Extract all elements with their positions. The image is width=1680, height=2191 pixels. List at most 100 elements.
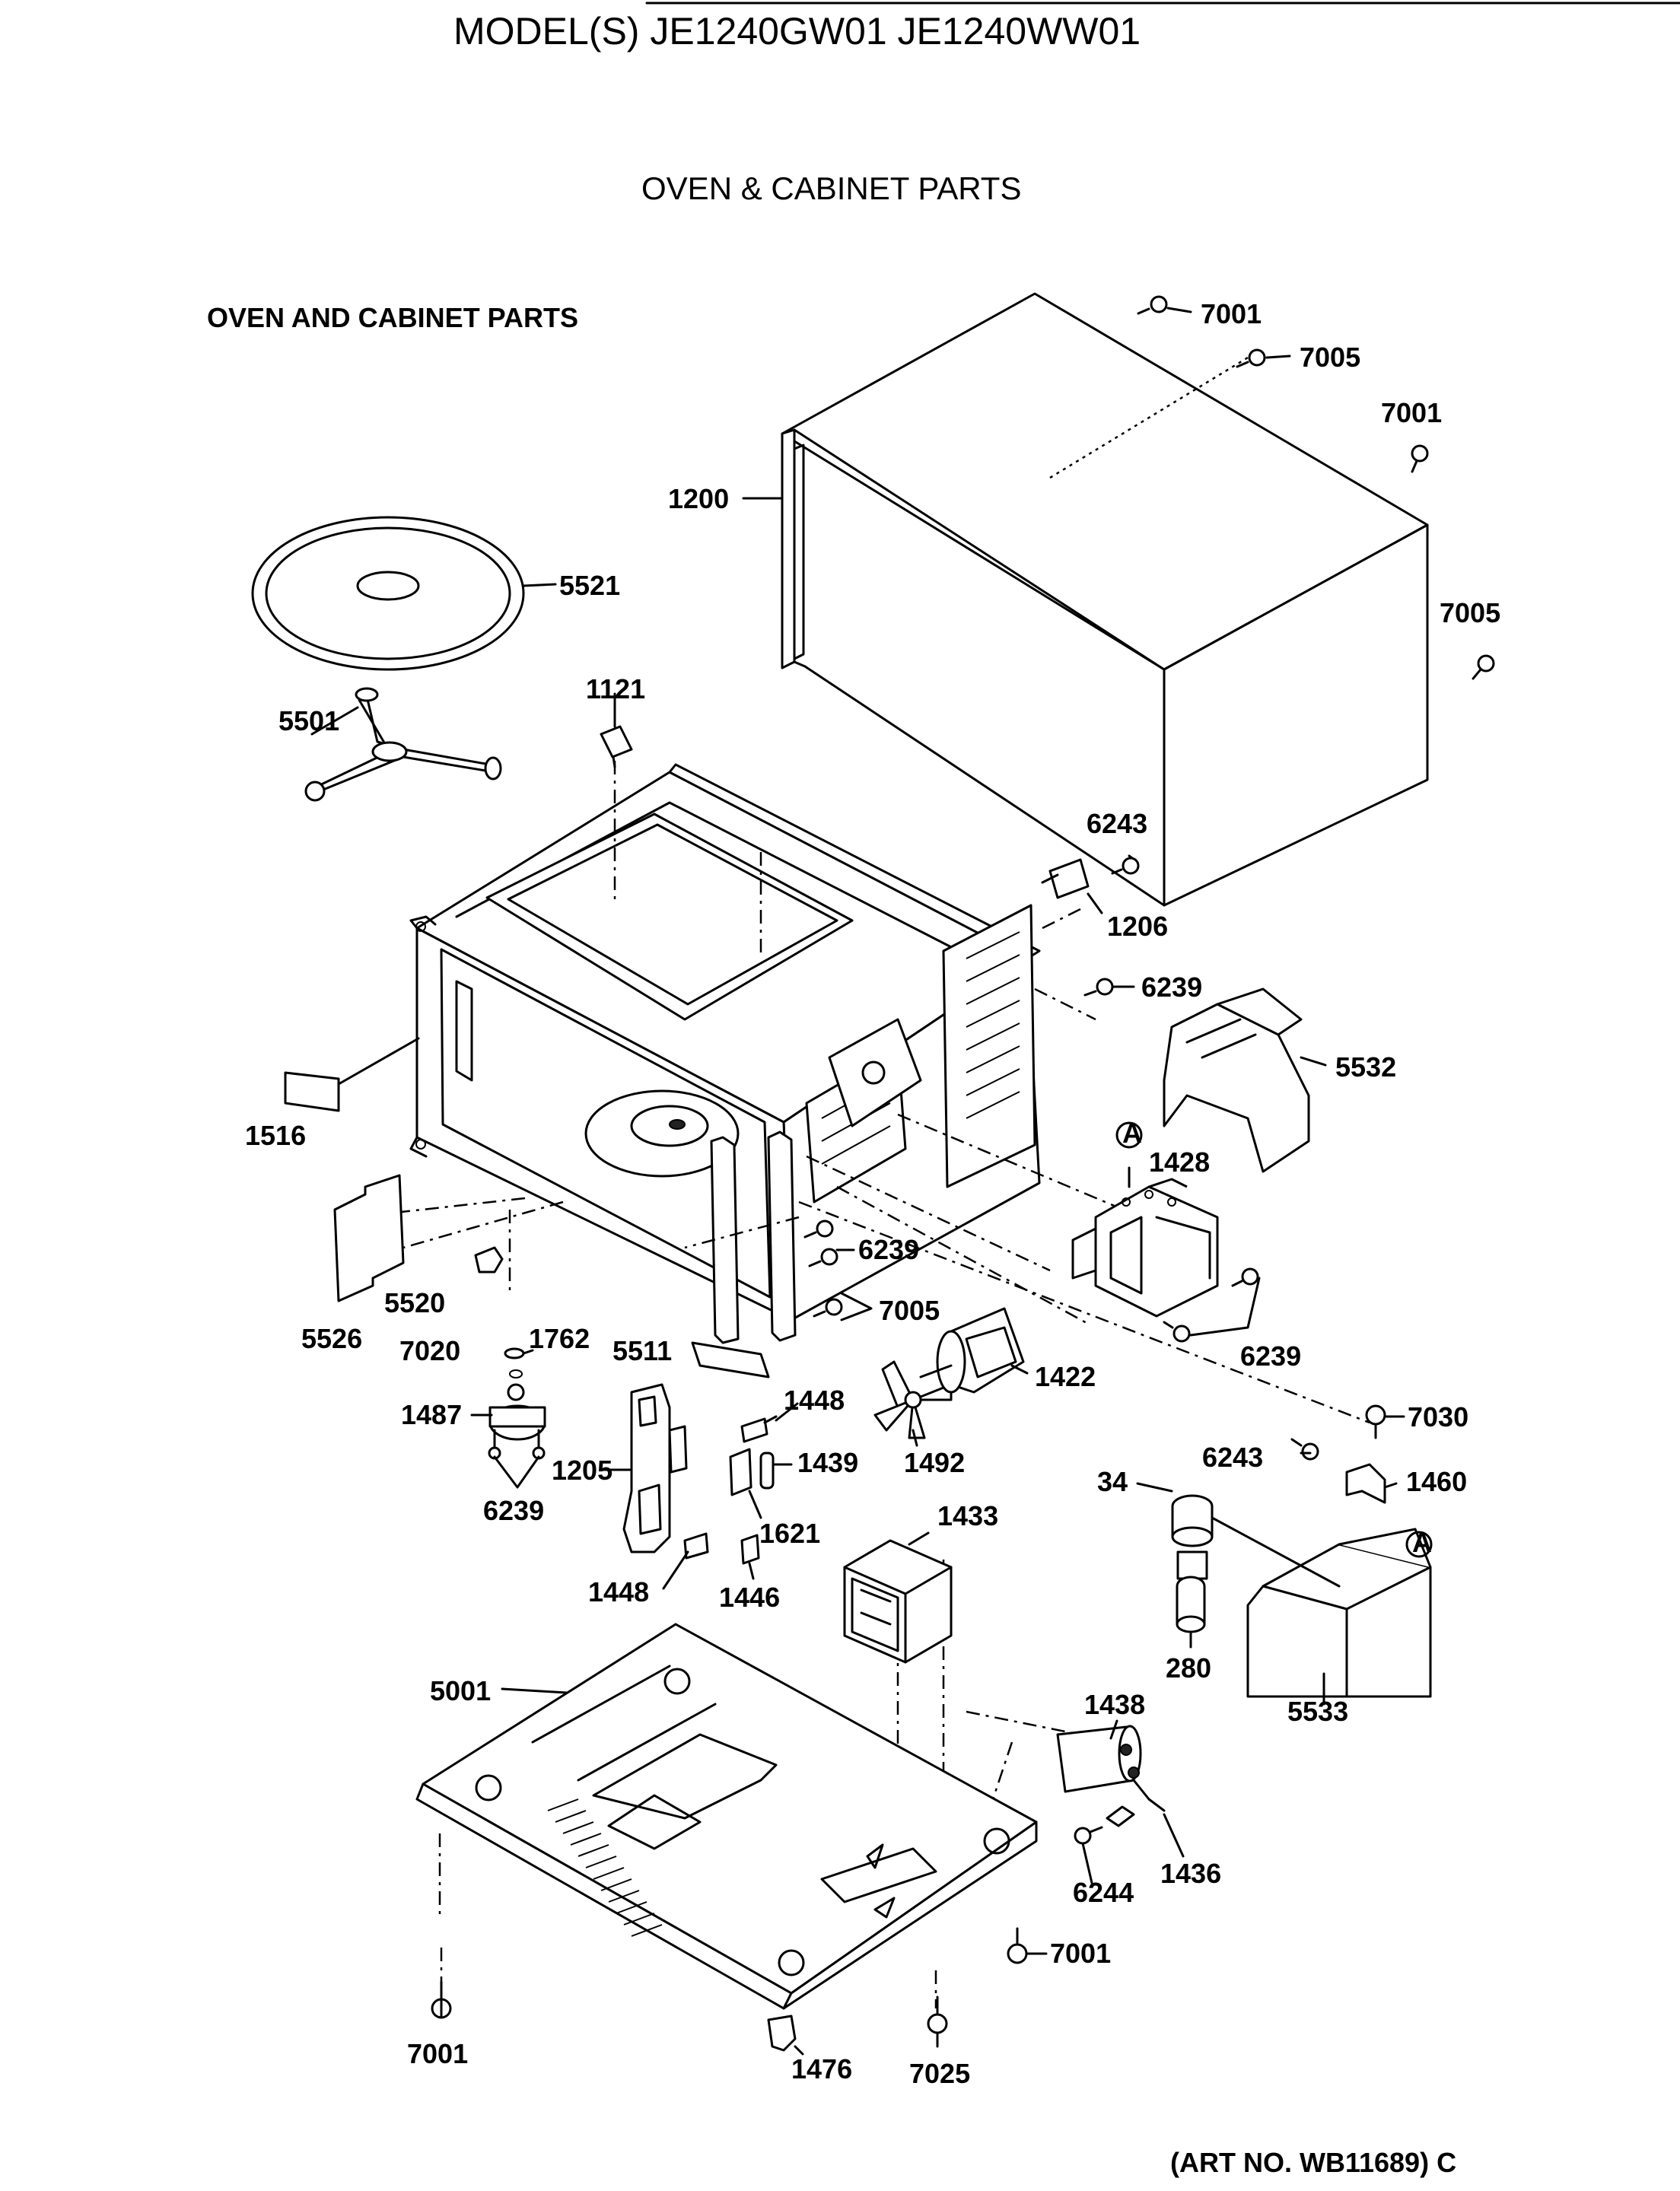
- marker-a-bracket: A: [1405, 1527, 1433, 1558]
- callout-7005-top: 7005: [1300, 342, 1360, 373]
- screw-7005-top: [1236, 348, 1266, 368]
- callout-1460: 1460: [1406, 1466, 1467, 1497]
- callout-1448-bottom: 1448: [588, 1576, 649, 1607]
- callout-7001-left: 7001: [407, 2038, 468, 2069]
- magnetron-1428: [1071, 1178, 1219, 1318]
- callout-1200: 1200: [668, 483, 729, 514]
- callout-1621: 1621: [759, 1518, 820, 1549]
- latch-board-1205: [622, 1383, 688, 1553]
- screw-6239-top: [1083, 978, 1114, 997]
- callout-34: 34: [1097, 1466, 1128, 1497]
- callout-5511: 5511: [612, 1335, 672, 1366]
- screw-7001-bottom: [1007, 1927, 1028, 1964]
- fan-motor-1422: [919, 1307, 1025, 1394]
- callout-5001: 5001: [430, 1675, 491, 1706]
- callout-5501: 5501: [278, 705, 339, 736]
- callout-1762: 1762: [529, 1323, 590, 1354]
- callout-1436: 1436: [1160, 1858, 1221, 1889]
- diagram-subtitle: OVEN AND CABINET PARTS: [207, 302, 578, 333]
- art-number: (ART NO. WB11689) C: [1170, 2147, 1456, 2178]
- callout-1448-top: 1448: [784, 1385, 845, 1416]
- switch-1439: [759, 1452, 775, 1490]
- callout-6239-mid: 6239: [858, 1234, 919, 1265]
- callout-1428: 1428: [1149, 1146, 1210, 1178]
- screw-7005-mid-a: [808, 1248, 838, 1267]
- fan-blade-1492: [873, 1360, 953, 1439]
- callout-1446: 1446: [719, 1582, 780, 1613]
- screw-6244: [1074, 1826, 1103, 1845]
- callout-5532: 5532: [1335, 1051, 1396, 1083]
- callout-7020: 7020: [399, 1335, 460, 1366]
- screw-7001-top: [1137, 295, 1168, 315]
- callout-1516: 1516: [245, 1120, 306, 1151]
- base-plate-5001: [415, 1623, 1038, 2010]
- callout-1433: 1433: [937, 1500, 998, 1531]
- callout-1492: 1492: [904, 1447, 965, 1478]
- screw-6243-top: [1111, 857, 1140, 875]
- callout-7001-bottom: 7001: [1050, 1938, 1111, 1969]
- outer-cabinet-1200: [781, 292, 1429, 907]
- thermostat-1121: [600, 725, 633, 768]
- callout-5533: 5533: [1287, 1696, 1348, 1727]
- turntable-motor-1487: [488, 1348, 546, 1460]
- callout-6239-top: 6239: [1141, 971, 1202, 1003]
- switch-1621: [729, 1448, 752, 1496]
- callout-labels: 7001 7005 7001 1200 5521 7005 1121 5501 …: [245, 298, 1500, 2089]
- screw-7025: [927, 1995, 948, 2034]
- callout-7005-mid: 7005: [879, 1295, 940, 1326]
- label-plate-1516: [284, 1037, 420, 1112]
- callout-6243-top: 6243: [1087, 808, 1147, 839]
- section-title: OVEN & CABINET PARTS: [641, 170, 1021, 206]
- callout-7001-right: 7001: [1381, 397, 1442, 428]
- callout-1438: 1438: [1084, 1689, 1145, 1720]
- callout-6244: 6244: [1073, 1877, 1134, 1908]
- bracket-5533: [1246, 1528, 1432, 1698]
- oven-cavity: [409, 763, 1041, 1344]
- roller-support-5501: [304, 687, 502, 802]
- svg-text:A: A: [1122, 1118, 1142, 1149]
- switch-1448-top: [740, 1415, 778, 1443]
- callout-1206: 1206: [1107, 911, 1168, 942]
- cover-5526: [333, 1174, 405, 1302]
- fuse-holder-34: [1171, 1494, 1214, 1580]
- callout-1439: 1439: [797, 1447, 858, 1478]
- callout-280: 280: [1166, 1652, 1211, 1684]
- stirrer-cover-5511: [691, 1341, 770, 1379]
- switch-1446: [740, 1534, 760, 1565]
- callout-7005-right: 7005: [1440, 597, 1500, 628]
- screw-7030: [1365, 1404, 1386, 1439]
- screw-7005-right: [1472, 654, 1495, 680]
- svg-text:A: A: [1412, 1527, 1432, 1558]
- foot-1476: [767, 2015, 797, 2052]
- callout-5526: 5526: [301, 1323, 362, 1354]
- callout-1205: 1205: [552, 1455, 612, 1486]
- washer-7020: [504, 1347, 525, 1359]
- switch-1448-bottom: [683, 1532, 709, 1560]
- marker-a-magnetron: A: [1115, 1118, 1143, 1149]
- callout-1121: 1121: [586, 673, 645, 704]
- callout-5520: 5520: [384, 1287, 445, 1318]
- screw-6239-mid: [803, 1220, 834, 1239]
- turntable-tray-5521: [251, 516, 525, 671]
- callout-6243-bottom: 6243: [1202, 1442, 1263, 1473]
- callout-6239-bottom: 6239: [483, 1495, 544, 1526]
- model-line: MODEL(S) JE1240GW01 JE1240WW01: [453, 10, 1141, 52]
- screw-6239-right-b: [1163, 1321, 1191, 1343]
- screw-7005-mid-b: [813, 1298, 843, 1318]
- air-duct-5532: [1163, 987, 1310, 1173]
- capacitor-1438: [1056, 1725, 1142, 1793]
- callout-6239-right: 6239: [1240, 1340, 1301, 1372]
- callout-1476: 1476: [791, 2053, 852, 2084]
- callout-1422: 1422: [1035, 1361, 1096, 1392]
- screw-7001-right: [1411, 444, 1429, 473]
- stirrer-5520: [474, 1246, 504, 1274]
- callout-7030: 7030: [1408, 1401, 1468, 1433]
- bracket-1460: [1345, 1463, 1386, 1504]
- screw-6239-right-a: [1231, 1267, 1259, 1287]
- transformer-1433: [843, 1539, 953, 1664]
- screw-6243-bottom: [1290, 1438, 1319, 1461]
- switch-1206: [1041, 858, 1090, 899]
- callout-5521: 5521: [559, 570, 620, 601]
- callout-7025: 7025: [909, 2058, 970, 2089]
